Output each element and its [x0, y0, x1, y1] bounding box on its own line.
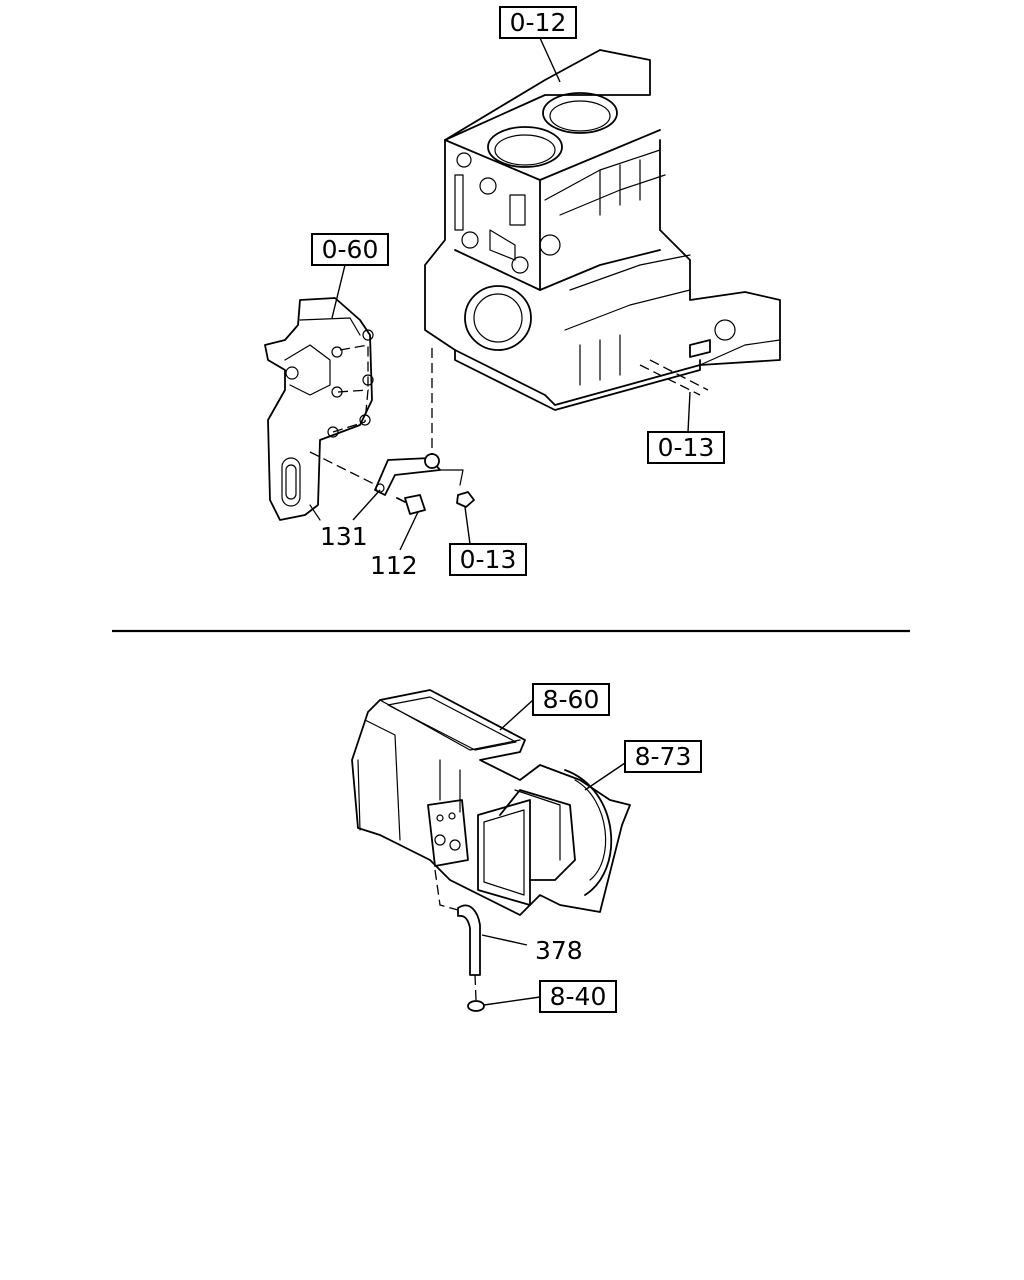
clip-8-40-drawing	[467, 1000, 485, 1012]
ref-box-0-13-bottom: 0-13	[449, 543, 527, 576]
bolt-112-drawing	[396, 494, 426, 515]
ref-label: 8-40	[550, 982, 607, 1011]
ref-box-0-60: 0-60	[311, 233, 389, 266]
heater-unit-drawing	[351, 689, 631, 916]
nut-0-13-drawing	[456, 491, 475, 508]
ref-label: 0-13	[460, 545, 517, 574]
engine-block-drawing	[424, 49, 781, 411]
small-bracket-drawing	[374, 453, 441, 496]
ref-label: 8-73	[635, 742, 692, 771]
hose-378-drawing	[457, 904, 481, 976]
part-number-378: 378	[535, 936, 583, 965]
front-bracket-drawing	[264, 297, 374, 521]
ref-box-8-60: 8-60	[532, 683, 610, 716]
ref-label: 0-13	[658, 433, 715, 462]
ref-label: 8-60	[543, 685, 600, 714]
ref-box-0-13-right: 0-13	[647, 431, 725, 464]
ref-box-8-40: 8-40	[539, 980, 617, 1013]
ref-label: 0-12	[510, 8, 567, 37]
ref-box-0-12: 0-12	[499, 6, 577, 39]
part-number-131: 131	[320, 522, 368, 551]
part-number-112: 112	[370, 551, 418, 580]
ref-label: 0-60	[322, 235, 379, 264]
ref-box-8-73: 8-73	[624, 740, 702, 773]
